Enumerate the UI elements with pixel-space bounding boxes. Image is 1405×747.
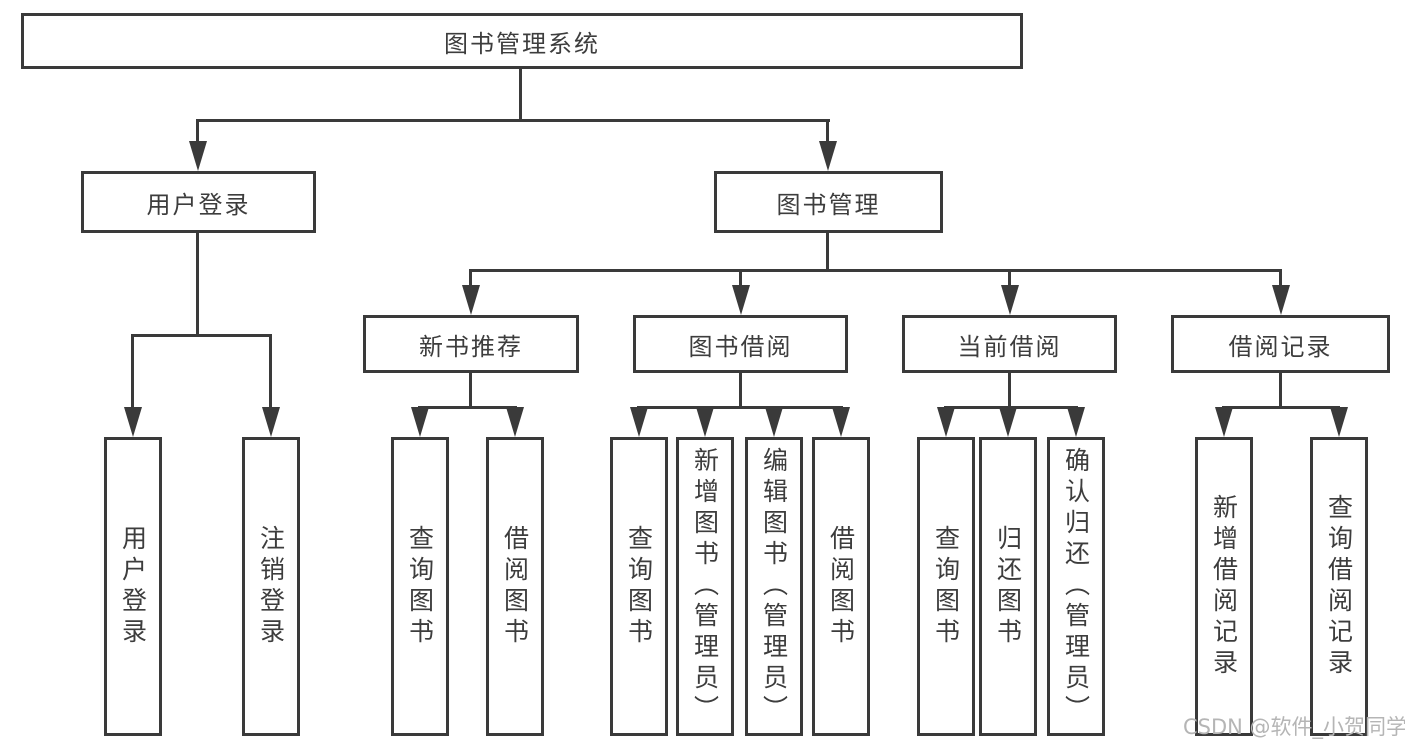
connector-arrow [411,407,429,437]
leaf-edit-book-admin: 编辑图书（管理员） [745,437,803,736]
connector-line [739,269,742,287]
connector-line [519,69,522,122]
node-borrow-record-label: 借阅记录 [1228,332,1333,361]
connector-line [1008,269,1011,287]
leaf-borrow-book: 借阅图书 [812,437,870,736]
connector-line [196,233,199,337]
node-current-borrow: 当前借阅 [902,315,1117,373]
leaf-confirm-return-admin: 确认归还（管理员） [1047,437,1105,736]
connector-arrow [832,407,850,437]
connector-line [469,269,1282,272]
leaf-query-borrow-record: 查询借阅记录 [1310,437,1368,736]
node-root: 图书管理系统 [21,13,1023,69]
connector-line [1279,269,1282,287]
connector-line [1279,373,1282,409]
leaf-user-login: 用户登录 [104,437,162,736]
leaf-add-book-admin: 新增图书（管理员） [676,437,734,736]
connector-line [1008,373,1011,409]
connector-line [196,119,830,122]
csdn-watermark: CSDN @软件_小贺同学 [1183,715,1405,739]
leaf-query-book-borrow: 查询图书 [610,437,668,736]
node-book-borrow-label: 图书借阅 [688,332,793,361]
leaf-borrow-book-newbook-label: 借阅图书 [500,524,530,649]
leaf-return-book: 归还图书 [979,437,1037,736]
leaf-query-borrow-record-label: 查询借阅记录 [1324,493,1354,680]
connector-arrow [937,407,955,437]
node-book-management: 图书管理 [714,171,943,233]
node-borrow-record: 借阅记录 [1171,315,1390,373]
connector-arrow [732,285,750,315]
leaf-add-book-admin-label: 新增图书（管理员） [690,447,720,726]
connector-arrow [124,407,142,437]
leaf-query-book-borrow-label: 查询图书 [624,524,654,649]
leaf-logout-label: 注销登录 [256,524,286,649]
node-root-label: 图书管理系统 [444,29,600,58]
connector-line [637,406,843,409]
leaf-query-book-current: 查询图书 [917,437,975,736]
connector-line [131,334,134,410]
connector-arrow [819,141,837,171]
connector-arrow [1272,285,1290,315]
connector-arrow [462,285,480,315]
leaf-add-borrow-record: 新增借阅记录 [1195,437,1253,736]
connector-line [826,233,829,272]
connector-arrow [262,407,280,437]
connector-arrow [696,407,714,437]
connector-line [418,406,517,409]
connector-arrow [1001,285,1019,315]
leaf-return-book-label: 归还图书 [993,524,1023,649]
connector-arrow [1215,407,1233,437]
connector-line [131,334,272,337]
connector-line [1222,406,1340,409]
connector-line [739,373,742,409]
connector-line [269,334,272,410]
connector-arrow [189,141,207,171]
leaf-logout: 注销登录 [242,437,300,736]
connector-line [469,373,472,409]
leaf-query-book-newbook: 查询图书 [391,437,449,736]
node-new-book-recommend-label: 新书推荐 [419,332,523,361]
leaf-user-login-label: 用户登录 [118,524,148,649]
node-current-borrow-label: 当前借阅 [957,332,1062,361]
leaf-query-book-newbook-label: 查询图书 [405,524,435,649]
connector-arrow [1067,407,1085,437]
connector-line [469,269,472,287]
leaf-borrow-book-newbook: 借阅图书 [486,437,544,736]
connector-arrow [1330,407,1348,437]
connector-arrow [506,407,524,437]
leaf-edit-book-admin-label: 编辑图书（管理员） [759,447,789,726]
connector-arrow [630,407,648,437]
node-new-book-recommend: 新书推荐 [363,315,579,373]
leaf-confirm-return-admin-label: 确认归还（管理员） [1061,447,1091,726]
node-book-management-label: 图书管理 [776,190,881,219]
leaf-add-borrow-record-label: 新增借阅记录 [1209,493,1239,680]
connector-line [826,119,829,144]
leaf-query-book-current-label: 查询图书 [931,524,961,649]
leaf-borrow-book-label: 借阅图书 [826,524,856,649]
connector-arrow [999,407,1017,437]
connector-line [196,119,199,144]
node-user-login: 用户登录 [81,171,316,233]
connector-arrow [765,407,783,437]
node-book-borrow: 图书借阅 [633,315,848,373]
node-user-login-label: 用户登录 [146,190,251,219]
